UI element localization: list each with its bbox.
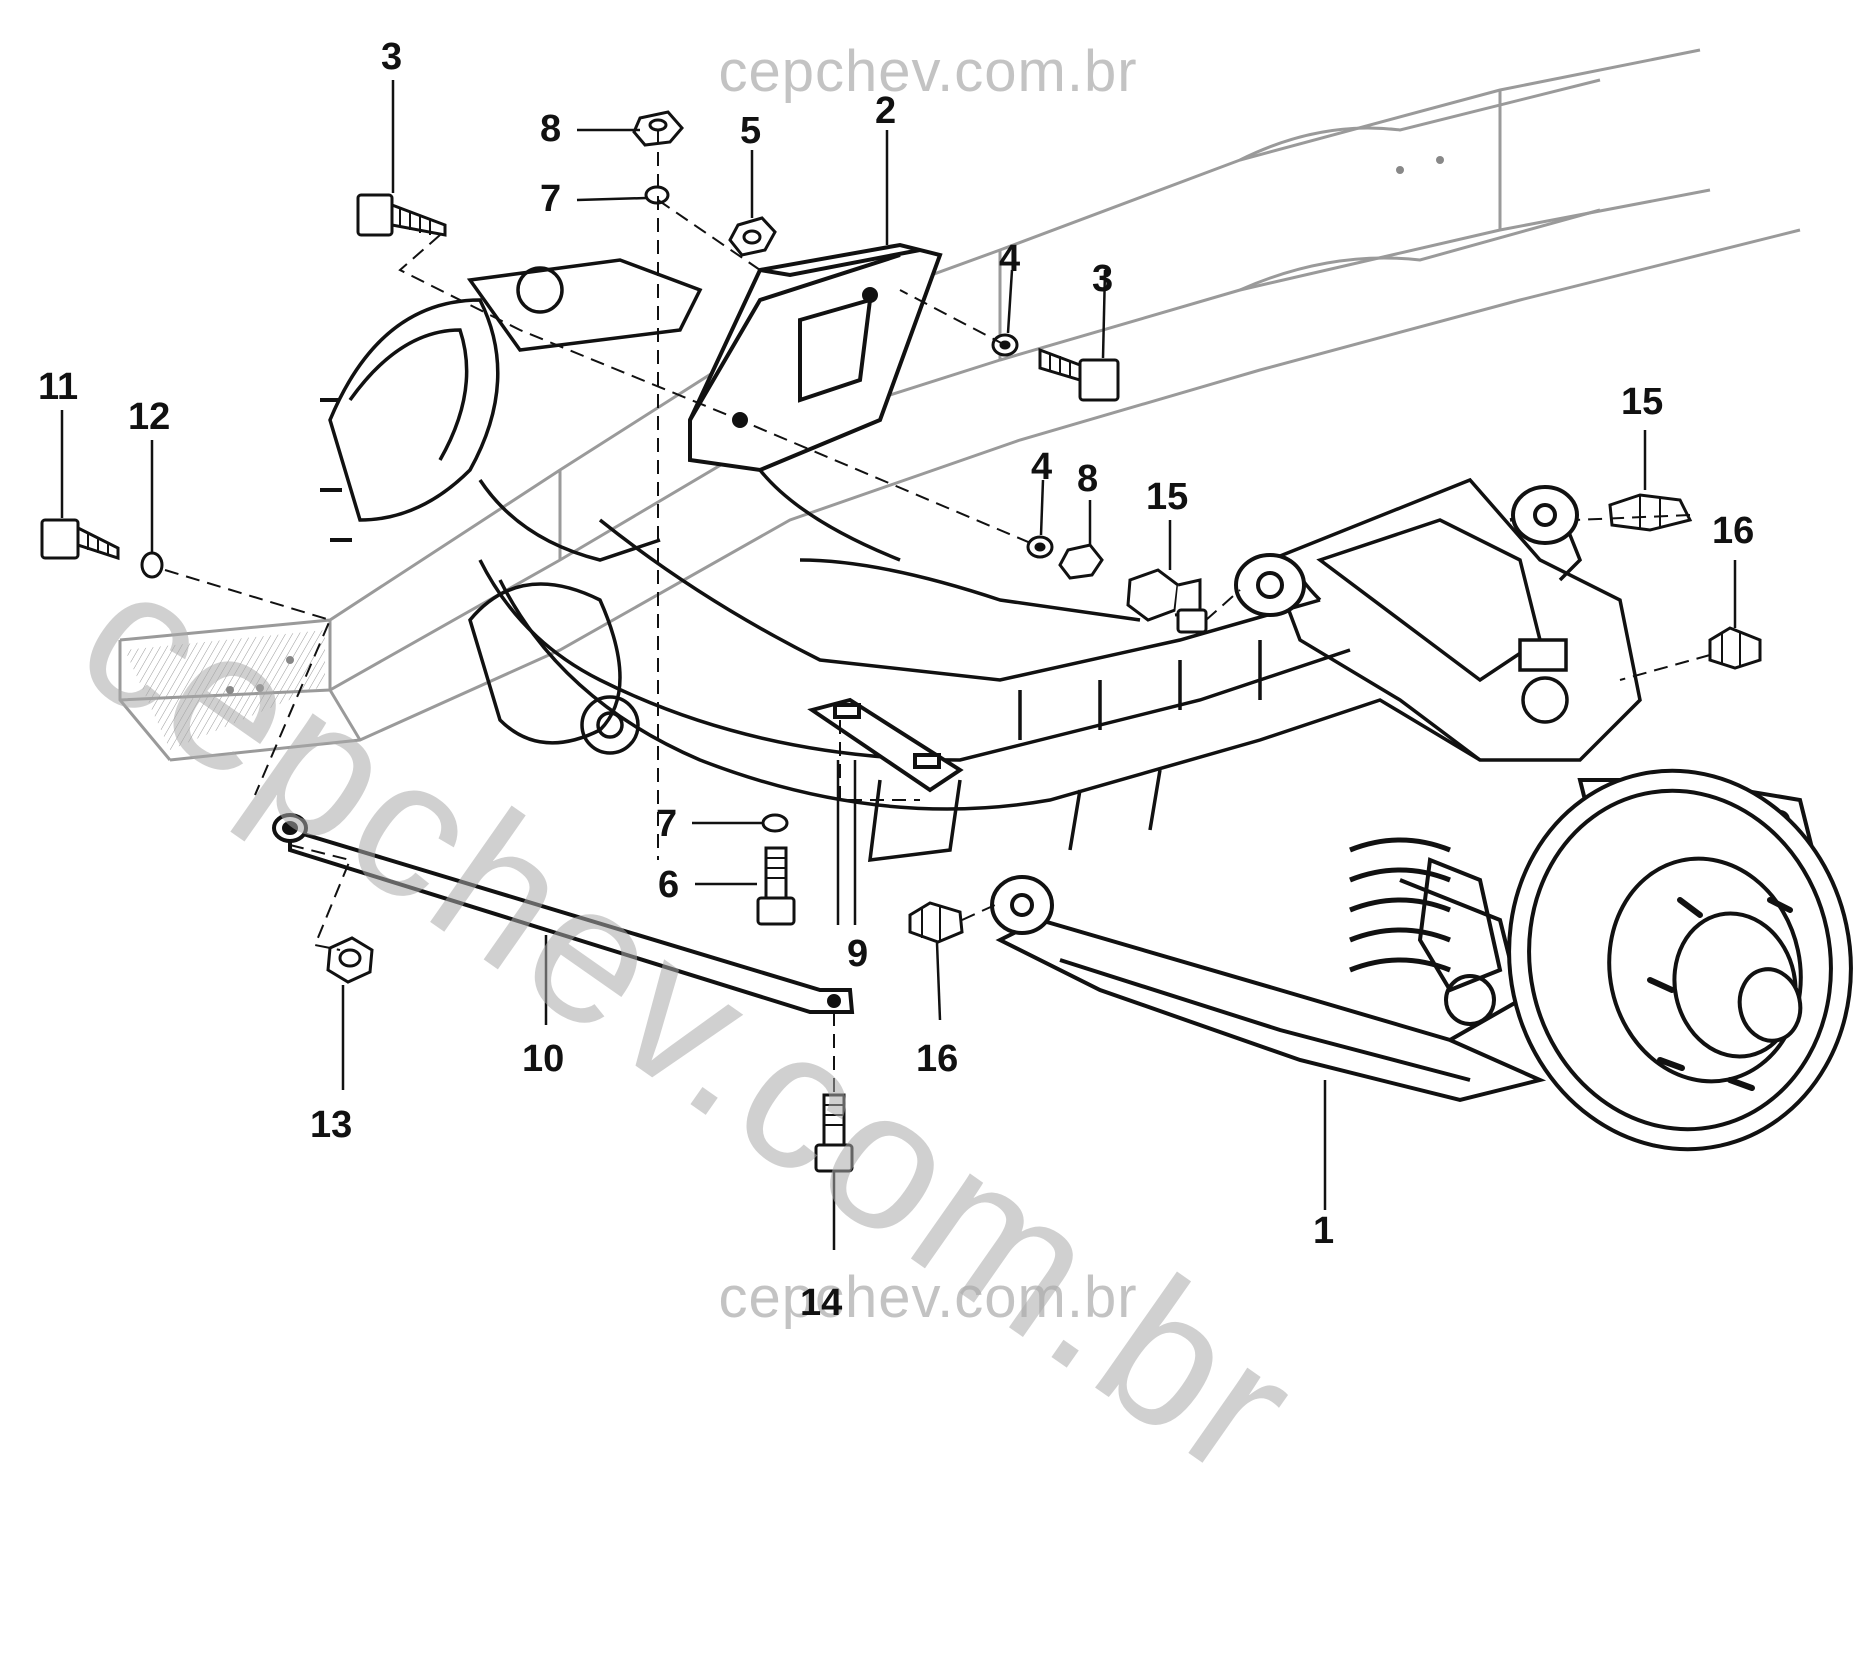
callout-16-right: 16 [1712, 510, 1755, 552]
lower-control-arm-part-1 [995, 878, 1547, 1103]
left-suspension-assembly [328, 258, 703, 755]
wheel-studs [1647, 897, 1793, 1091]
bolt-part-11 [40, 518, 120, 561]
callout-13: 13 [310, 1104, 353, 1146]
nut-part-5 [728, 216, 777, 257]
frame-rail-end-hatch [125, 630, 325, 750]
callout-7-upper: 7 [540, 178, 562, 220]
nut-part-15-center [1126, 568, 1208, 634]
bolt-part-14 [814, 1093, 854, 1173]
callout-16-lower: 16 [916, 1038, 959, 1080]
frame-rail-holes [226, 156, 1444, 694]
nut-part-15-right [1608, 493, 1693, 532]
bolt-part-3-right [1038, 347, 1120, 402]
lower-arm-bushing [990, 875, 1054, 935]
callout-10: 10 [522, 1038, 565, 1080]
washer-part-7-lower [761, 813, 789, 833]
front-crossmember [478, 468, 1481, 863]
bolt-part-3-upper-left [356, 193, 447, 237]
bushing-part-16-lower [908, 901, 964, 944]
callout-8-lower: 8 [1077, 458, 1099, 500]
assembly-dashed-lines [164, 130, 1711, 1095]
bolt-part-6 [756, 846, 796, 926]
callout-4-upper: 4 [999, 238, 1021, 280]
shims-part-9 [807, 697, 964, 793]
nut-part-8-lower [1058, 543, 1104, 580]
watermark-top: cepchev.com.br [718, 39, 1138, 104]
strut-rod-part-10 [272, 813, 855, 1014]
callout-3-upper-left: 3 [381, 36, 403, 78]
callout-leader-lines [60, 80, 1737, 1250]
wheel-hub [1672, 911, 1803, 1059]
coil-spring [1349, 837, 1451, 973]
callout-15-right: 15 [1621, 381, 1664, 423]
upper-arm-front-bushing [1234, 553, 1306, 617]
callout-15-center: 15 [1146, 476, 1189, 518]
brake-rotor [1507, 768, 1853, 1152]
callout-4-lower: 4 [1031, 446, 1053, 488]
watermark-bottom: cepchev.com.br [718, 1265, 1138, 1330]
callout-14: 14 [800, 1282, 843, 1324]
left-hub-studs [320, 398, 352, 542]
callout-11: 11 [38, 366, 79, 408]
callout-3-right: 3 [1092, 258, 1114, 300]
mounting-bracket-part-2 [688, 242, 943, 473]
nut-part-8-upper [632, 110, 684, 147]
bushing-part-16-right [1708, 626, 1762, 670]
front-suspension-diagram: cepchev.com.br cepchev.com.br cepchev.co… [38, 36, 1853, 1519]
callout-2: 2 [875, 90, 897, 132]
nut-part-13 [326, 936, 374, 984]
callout-1: 1 [1313, 1210, 1335, 1252]
callout-7-lower: 7 [656, 803, 678, 845]
callout-12: 12 [128, 396, 171, 438]
callout-9: 9 [847, 933, 869, 975]
callout-8-upper: 8 [540, 108, 562, 150]
callout-6: 6 [658, 864, 680, 906]
upper-arm-rear-bushing [1511, 485, 1579, 545]
callout-5: 5 [740, 110, 762, 152]
washer-part-12 [140, 551, 164, 579]
exploded-view-drawing [40, 48, 1853, 1250]
